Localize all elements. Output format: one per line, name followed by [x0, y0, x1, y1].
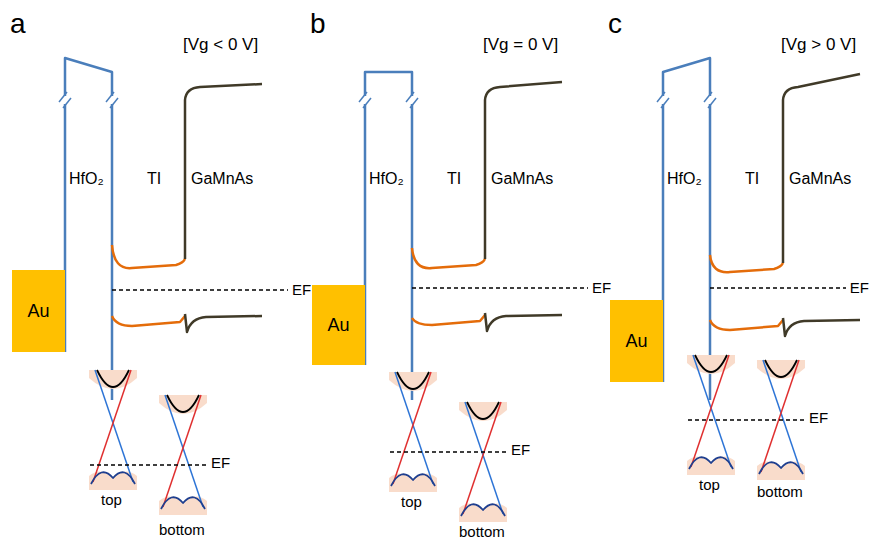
- ti-conduction-band: [112, 245, 185, 268]
- valence-band: [161, 497, 205, 509]
- layer-name: TI: [447, 171, 461, 187]
- gamnas-valence-band: [185, 314, 262, 332]
- surface-label: top: [101, 492, 122, 507]
- dirac-line: [393, 372, 431, 484]
- panel-letter: a: [10, 10, 26, 38]
- ti-valence-band: [112, 316, 185, 326]
- valence-band: [689, 457, 733, 469]
- fermi-label: EF: [511, 442, 530, 457]
- ti-conduction-band: [710, 255, 783, 272]
- fermi-level: [112, 289, 288, 290]
- conduction-band: [97, 370, 129, 387]
- dirac-line: [763, 360, 801, 472]
- surface-label: bottom: [459, 524, 505, 539]
- fermi-label: EF: [592, 280, 611, 295]
- fermi-level: [390, 451, 508, 452]
- fermi-label: EF: [292, 282, 311, 297]
- dirac-line: [691, 355, 729, 467]
- break-mark: [704, 92, 712, 102]
- conduction-band: [467, 402, 499, 419]
- break-mark: [110, 98, 118, 108]
- gold-electrode: Au: [610, 300, 663, 382]
- valence-band: [759, 462, 803, 474]
- fermi-label: EF: [211, 455, 230, 470]
- layer-name: HfO₂: [369, 171, 404, 187]
- fermi-level: [710, 287, 846, 288]
- gamnas-conduction-band: [485, 82, 562, 259]
- layer-name: HfO₂: [667, 171, 702, 187]
- gold-electrode: Au: [312, 285, 365, 365]
- gamnas-valence-band: [783, 318, 860, 336]
- gate-voltage: [Vg > 0 V]: [781, 36, 856, 53]
- layer-name: TI: [147, 171, 161, 187]
- layer-name: HfO₂: [69, 171, 104, 187]
- oxide-barrier: [365, 72, 412, 400]
- conduction-band: [695, 355, 727, 372]
- oxide-barrier: [663, 58, 710, 400]
- break-mark: [406, 92, 414, 102]
- gamnas-valence-band: [485, 313, 562, 331]
- dirac-line: [163, 395, 201, 507]
- fermi-label: EF: [850, 280, 869, 295]
- gold-electrode: Au: [12, 270, 65, 352]
- break-mark: [59, 92, 67, 102]
- gate-voltage: [Vg < 0 V]: [183, 36, 258, 53]
- conduction-band: [167, 395, 199, 412]
- gamnas-conduction-band: [185, 84, 262, 259]
- fermi-label: EF: [809, 410, 828, 425]
- valence-band: [391, 474, 435, 486]
- fermi-level: [412, 287, 588, 288]
- surface-label: top: [699, 477, 720, 492]
- break-mark: [63, 98, 71, 108]
- gamnas-conduction-band: [783, 74, 860, 263]
- ti-valence-band: [412, 315, 485, 325]
- surface-label: top: [401, 494, 422, 509]
- break-mark: [410, 98, 418, 108]
- conduction-band: [397, 372, 429, 389]
- ti-valence-band: [710, 320, 783, 330]
- break-mark: [657, 92, 665, 102]
- fermi-level: [688, 419, 806, 420]
- break-mark: [106, 92, 114, 102]
- layer-name: GaMnAs: [191, 171, 253, 187]
- dirac-line: [693, 355, 731, 467]
- dirac-line: [395, 372, 433, 484]
- electrode-label: Au: [27, 301, 49, 322]
- surface-label: bottom: [159, 522, 205, 537]
- oxide-barrier: [65, 58, 112, 400]
- layer-name: GaMnAs: [789, 171, 851, 187]
- surface-label: bottom: [757, 484, 803, 499]
- break-mark: [363, 98, 371, 108]
- dirac-line: [165, 395, 203, 507]
- dirac-line: [463, 402, 501, 514]
- layer-name: GaMnAs: [491, 171, 553, 187]
- electrode-label: Au: [625, 331, 647, 352]
- panel-letter: c: [608, 10, 622, 38]
- valence-band: [91, 472, 135, 484]
- ti-conduction-band: [412, 248, 485, 268]
- panel-letter: b: [310, 10, 326, 38]
- break-mark: [359, 92, 367, 102]
- electrode-label: Au: [327, 315, 349, 336]
- layer-name: TI: [745, 171, 759, 187]
- gate-voltage: [Vg = 0 V]: [483, 36, 558, 53]
- dirac-line: [761, 360, 799, 472]
- valence-band: [461, 504, 505, 516]
- break-mark: [708, 98, 716, 108]
- fermi-level: [90, 464, 208, 465]
- break-mark: [661, 98, 669, 108]
- dirac-line: [465, 402, 503, 514]
- conduction-band: [765, 360, 797, 377]
